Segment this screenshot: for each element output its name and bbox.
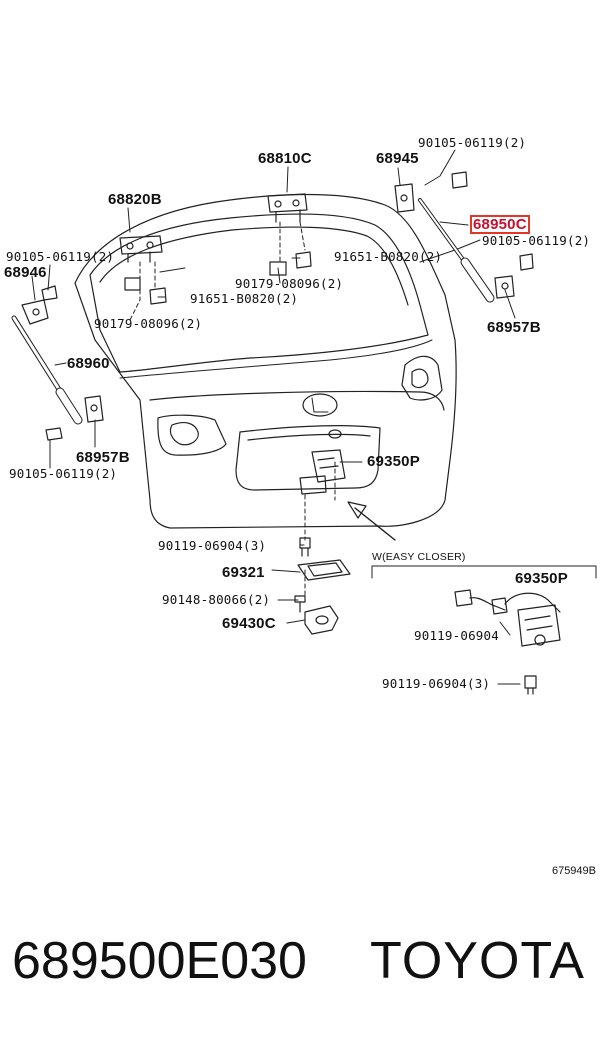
part-number: 689500E030 [12, 932, 307, 990]
label-69350P-main: 69350P [367, 453, 420, 470]
tailgate-illustration [11, 149, 597, 695]
label-90179-left: 90179-08096(2) [94, 316, 203, 331]
label-68810C: 68810C [258, 150, 312, 167]
label-68820B: 68820B [108, 191, 162, 208]
brackets-bolts [21, 171, 534, 441]
label-68945: 68945 [376, 150, 419, 167]
label-69321: 69321 [222, 564, 265, 581]
footer: 689500E030 TOYOTA [0, 935, 600, 1015]
direction-arrow [347, 501, 396, 541]
label-90105-top: 90105-06119(2) [418, 135, 527, 150]
label-68957B-left: 68957B [76, 449, 130, 466]
label-90105-bottom: 90105-06119(2) [9, 466, 118, 481]
label-90119-main: 90119-06904(3) [158, 538, 267, 553]
label-69350P-closer: 69350P [515, 570, 568, 587]
handle-part [297, 559, 351, 581]
label-68946: 68946 [4, 264, 47, 281]
label-90148: 90148-80066(2) [162, 592, 271, 607]
label-91651-mid: 91651-B0820(2) [334, 249, 443, 264]
back-door-panel [74, 193, 457, 529]
label-68950C-highlighted: 68950C [470, 215, 530, 234]
label-90119-closer-bottom: 90119-06904(3) [382, 676, 491, 691]
label-91651-left: 91651-B0820(2) [190, 291, 299, 306]
lock-assembly [299, 449, 346, 495]
switch-part [304, 605, 339, 635]
hinges [119, 193, 308, 263]
parts-diagram: 68810C 68945 90105-06119(2) 68820B 68950… [4, 135, 597, 695]
label-68957B-right: 68957B [487, 319, 541, 336]
label-90105-left: 90105-06119(2) [6, 249, 115, 264]
label-easy-closer: W(EASY CLOSER) [372, 551, 466, 563]
label-68960: 68960 [67, 355, 110, 372]
brand-name: TOYOTA [370, 932, 585, 990]
diagram-reference-code: 675949B [551, 865, 596, 877]
label-90119-closer: 90119-06904 [414, 628, 499, 643]
gas-struts [11, 198, 495, 425]
easy-closer-assembly [454, 589, 561, 695]
label-90105-right: 90105-06119(2) [482, 233, 591, 248]
label-90179-mid: 90179-08096(2) [235, 276, 344, 291]
label-69430C: 69430C [222, 615, 276, 632]
